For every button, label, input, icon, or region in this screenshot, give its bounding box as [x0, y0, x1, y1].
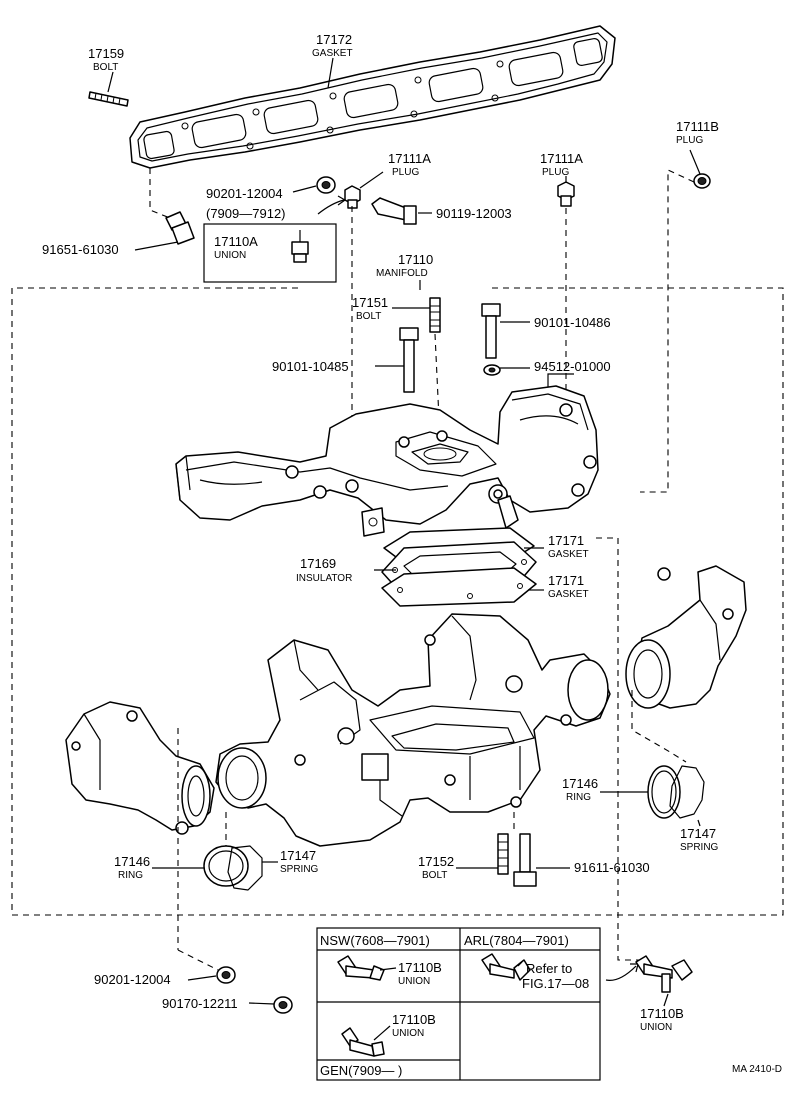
- variant-nsw-part-number: 17110B: [398, 960, 442, 975]
- label-90119: 90119-12003: [436, 206, 512, 221]
- label-17147-right-name: SPRING: [680, 842, 719, 853]
- label-17146-left-number: 17146: [114, 854, 150, 869]
- plug-17111a-left-drawing: [344, 185, 361, 209]
- label-17146-right-name: RING: [566, 792, 591, 803]
- bolt-90101-10486-drawing: [481, 303, 501, 359]
- ring-17146-right-drawing: [647, 765, 681, 819]
- label-91651: 91651-61030: [42, 242, 119, 257]
- label-17171-b-number: 17171: [548, 573, 584, 588]
- left-elbow-drawing: [65, 701, 215, 835]
- label-17146-right-number: 17146: [562, 776, 598, 791]
- label-17147-left-number: 17147: [280, 848, 316, 863]
- label-91611: 91611-61030: [574, 860, 650, 875]
- label-17111b-name: PLUG: [676, 135, 703, 146]
- nut-90170-drawing: [273, 996, 293, 1014]
- label-17169-name: INSULATOR: [296, 573, 352, 584]
- label-90201-top: 90201-12004: [206, 186, 283, 201]
- upper-manifold-drawing: [175, 385, 599, 537]
- plug-17111a-right-drawing: [557, 181, 575, 207]
- washer-94512-drawing: [483, 364, 501, 376]
- label-17151-number: 17151: [352, 295, 388, 310]
- label-17171-a-number: 17171: [548, 533, 584, 548]
- bolt-91651-drawing: [165, 211, 195, 245]
- spring-17147-right-drawing: [669, 765, 705, 819]
- variant-arl-refer-line2: FIG.17—08: [522, 976, 589, 991]
- stud-17151-drawing: [429, 297, 441, 333]
- figure-code: MA 2410-D: [732, 1064, 782, 1075]
- label-17169-number: 17169: [300, 556, 336, 571]
- label-17172-number: 17172: [316, 32, 352, 47]
- label-7909-7912: (7909—7912): [206, 206, 286, 221]
- plug-17111b-drawing: [693, 173, 711, 189]
- variant-nsw-header: NSW(7608—7901): [320, 933, 430, 948]
- label-17171-b-name: GASKET: [548, 589, 589, 600]
- label-17159-name: BOLT: [93, 62, 118, 73]
- label-17111b-number: 17111B: [676, 119, 719, 134]
- union-17110a-drawing: [291, 230, 309, 263]
- label-17110b-right-number: 17110B: [640, 1006, 684, 1021]
- label-17151-name: BOLT: [356, 311, 381, 322]
- label-17111a-right-number: 17111A: [540, 151, 583, 166]
- union-gen-drawing: [341, 1027, 385, 1057]
- washer-90201-bottom-drawing: [216, 966, 236, 984]
- lower-manifold-drawing: [215, 613, 611, 847]
- union-17110a-box: [203, 223, 337, 283]
- label-17172-name: GASKET: [312, 48, 353, 59]
- variant-box: [316, 927, 601, 1081]
- label-17110-name: MANIFOLD: [376, 268, 428, 279]
- spring-17147-left-drawing: [227, 845, 263, 891]
- label-90170: 90170-12211: [162, 996, 238, 1011]
- label-90201-bottom: 90201-12004: [94, 972, 171, 987]
- label-17111a-left-name: PLUG: [392, 167, 419, 178]
- label-17146-left-name: RING: [118, 870, 143, 881]
- variant-gen-header: GEN(7909— ): [320, 1063, 402, 1078]
- union-17110b-right-drawing: [635, 955, 693, 993]
- stud-17152-drawing: [497, 833, 509, 875]
- variant-gen-part-name: UNION: [392, 1028, 424, 1039]
- intake-gasket-drawing: [129, 25, 616, 169]
- variant-nsw-part-name: UNION: [398, 976, 430, 987]
- ring-17146-left-drawing: [203, 845, 249, 887]
- label-17147-right-number: 17147: [680, 826, 716, 841]
- union-90119-drawing: [371, 197, 417, 225]
- label-17110b-right-name: UNION: [640, 1022, 672, 1033]
- variant-arl-refer-line1: Refer to: [526, 961, 572, 976]
- label-17110a-name: UNION: [214, 250, 246, 261]
- label-90101-10486: 90101-10486: [534, 315, 611, 330]
- variant-gen-part-number: 17110B: [392, 1012, 436, 1027]
- label-17147-left-name: SPRING: [280, 864, 319, 875]
- union-nsw-drawing: [337, 955, 385, 981]
- label-17111a-right-name: PLUG: [542, 167, 569, 178]
- bolt-90101-10485-drawing: [399, 327, 419, 393]
- label-17152-number: 17152: [418, 854, 454, 869]
- bolt-91611-drawing: [513, 833, 537, 887]
- gasket-17171-lower-drawing: [381, 567, 537, 607]
- label-90101-10485: 90101-10485: [272, 359, 349, 374]
- union-arl-drawing: [481, 953, 531, 981]
- variant-arl-header: ARL(7804—7901): [464, 933, 569, 948]
- label-17110a-number: 17110A: [214, 234, 258, 249]
- label-17110-number: 17110: [398, 252, 433, 267]
- label-17159-number: 17159: [88, 46, 124, 61]
- label-94512: 94512-01000: [534, 359, 611, 374]
- right-elbow-drawing: [625, 565, 747, 709]
- label-17111a-left-number: 17111A: [388, 151, 431, 166]
- label-17152-name: BOLT: [422, 870, 447, 881]
- stud-bolt-drawing: [88, 91, 129, 107]
- washer-90201-top-drawing: [316, 176, 336, 194]
- label-17171-a-name: GASKET: [548, 549, 589, 560]
